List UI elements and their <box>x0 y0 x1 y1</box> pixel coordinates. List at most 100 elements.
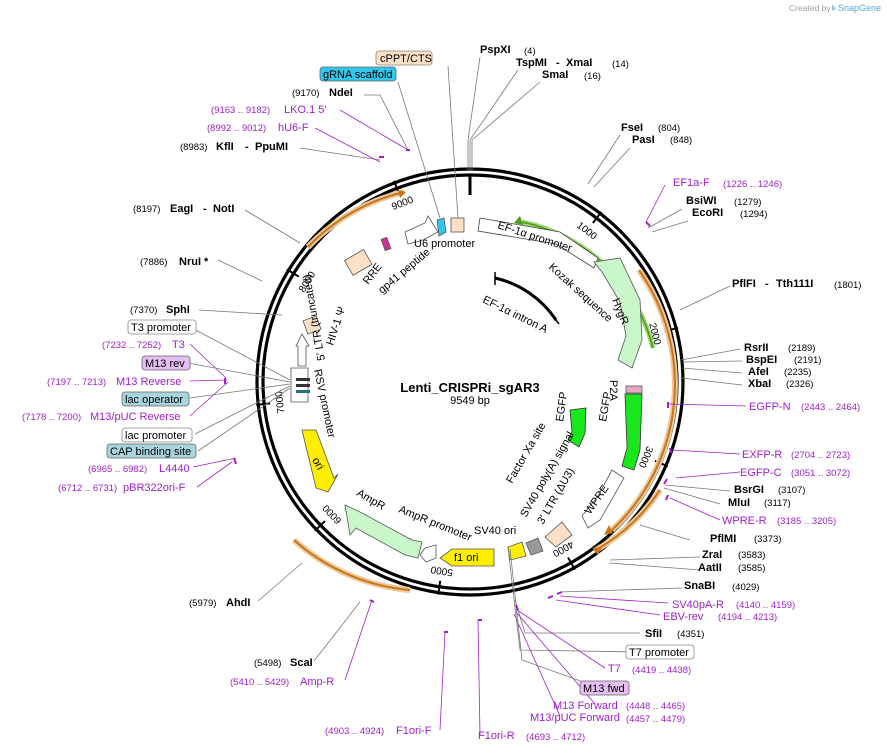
ampr-label: AmpR <box>355 487 388 513</box>
credit-brand: SnapGene <box>838 3 881 13</box>
svg-text:F1ori-F: F1ori-F <box>396 725 432 737</box>
svg-text:M13 rev: M13 rev <box>145 358 185 370</box>
tick-mark <box>314 520 326 532</box>
svg-text:F1ori-R: F1ori-R <box>478 730 515 742</box>
svg-text:NotI: NotI <box>213 203 234 215</box>
grna-badge <box>319 66 397 82</box>
svg-text:(7178 .. 7200): (7178 .. 7200) <box>22 412 81 423</box>
primer-leaders <box>187 65 747 736</box>
svg-text:SmaI: SmaI <box>542 69 568 81</box>
svg-text:EcoRI: EcoRI <box>692 207 723 219</box>
svg-text:SphI: SphI <box>166 304 190 316</box>
svg-text:T7 promoter: T7 promoter <box>629 647 689 659</box>
svg-text:EGFP-C: EGFP-C <box>740 467 782 479</box>
egfp-label-1: EGFP <box>597 391 614 423</box>
svg-text:WPRE-R: WPRE-R <box>722 515 767 527</box>
grna-box <box>436 217 447 237</box>
svg-text:T3: T3 <box>172 339 185 351</box>
svg-text:(4448 .. 4465): (4448 .. 4465) <box>626 701 685 712</box>
svg-text:M13 Forward: M13 Forward <box>553 700 618 712</box>
svg-text:(6965 .. 6982): (6965 .. 6982) <box>88 464 147 475</box>
primer-labels: EF1a-F (1226 .. 1246) EGFP-N (2443 .. 24… <box>22 104 860 743</box>
svg-text:(3585): (3585) <box>738 563 765 574</box>
svg-text:ScaI: ScaI <box>290 657 313 669</box>
svg-text:(5410 .. 5429): (5410 .. 5429) <box>230 677 289 688</box>
svg-text:(1279): (1279) <box>734 197 761 208</box>
sv40ori-label: SV40 ori <box>474 525 516 537</box>
gp41-box <box>380 236 392 252</box>
svg-text:AfeI: AfeI <box>748 366 769 378</box>
svg-text:(7232 .. 7252): (7232 .. 7252) <box>102 340 161 351</box>
tick-mark <box>286 268 300 278</box>
f1ori-arrow <box>439 548 495 567</box>
svg-text:(4194 .. 4213): (4194 .. 4213) <box>718 612 777 623</box>
svg-text:(4): (4) <box>524 46 536 57</box>
svg-text:XbaI: XbaI <box>748 378 771 390</box>
ori-arrow <box>301 429 339 493</box>
u6-promoter-label: U6 promoter <box>414 238 475 250</box>
tick-mark <box>567 556 576 571</box>
cppt-badge <box>375 50 433 66</box>
egfp-arrow <box>621 393 643 471</box>
ef1a-promoter-arrow <box>477 217 599 269</box>
gp41-label: gp41 peptide <box>376 246 432 296</box>
svg-text:(4029): (4029) <box>732 582 759 593</box>
sv40ori-box <box>507 541 527 561</box>
svg-text:M13/pUC Reverse: M13/pUC Reverse <box>90 411 180 423</box>
svg-text:XmaI: XmaI <box>566 57 592 69</box>
svg-text:(8992 .. 9012): (8992 .. 9012) <box>207 123 266 134</box>
svg-text:MluI: MluI <box>728 497 750 509</box>
svg-text:(2704 .. 2723): (2704 .. 2723) <box>791 450 850 461</box>
tick-label: 1000 <box>574 220 599 243</box>
svg-text:EBV-rev: EBV-rev <box>663 611 704 623</box>
svg-text:TspMI: TspMI <box>516 57 547 69</box>
svg-text:-: - <box>556 57 560 69</box>
svg-text:Amp-R: Amp-R <box>300 676 334 688</box>
svg-text:(6712 .. 6731): (6712 .. 6731) <box>58 483 117 494</box>
svg-text:(4457 .. 4479): (4457 .. 4479) <box>626 714 685 725</box>
svg-text:ZraI: ZraI <box>702 549 722 561</box>
credit-prefix: Created by <box>789 3 831 13</box>
svg-text:(804): (804) <box>658 123 680 134</box>
svg-text:EXFP-R: EXFP-R <box>742 449 782 461</box>
rre-box <box>343 249 373 276</box>
capbinding-badge <box>106 443 197 459</box>
m13rev-badge <box>141 355 191 371</box>
svg-text:-: - <box>203 203 207 215</box>
m13fwd-badge <box>579 680 630 696</box>
rsv-label: RSV promoter <box>311 368 337 439</box>
svg-text:(7886): (7886) <box>140 257 167 268</box>
svg-text:cPPT/CTS: cPPT/CTS <box>380 53 432 65</box>
svg-text:BsrGI: BsrGI <box>734 484 764 496</box>
svg-text:(3185 .. 3205): (3185 .. 3205) <box>777 516 836 527</box>
svg-text:SV40pA-R: SV40pA-R <box>672 599 724 611</box>
hiv-psi-box <box>302 315 322 335</box>
svg-text:M13/pUC Forward: M13/pUC Forward <box>530 712 620 724</box>
wpre-arrow <box>581 469 625 529</box>
lacoperator-badge <box>121 391 190 407</box>
egfp-small-arrow <box>567 407 587 448</box>
sv40polya-box <box>525 537 544 556</box>
svg-text:(9170): (9170) <box>292 88 319 99</box>
svg-text:L4440: L4440 <box>159 463 190 475</box>
svg-text:(4693 .. 4712): (4693 .. 4712) <box>526 732 585 743</box>
ampr-promoter-arrow <box>419 544 437 563</box>
svg-text:RsrII: RsrII <box>744 342 768 354</box>
svg-text:PflFI: PflFI <box>732 278 756 290</box>
svg-text:(5979): (5979) <box>189 598 216 609</box>
ltr3-box <box>544 521 573 548</box>
svg-text:(2191): (2191) <box>794 355 821 366</box>
svg-text:(2189): (2189) <box>788 343 815 354</box>
svg-text:(3583): (3583) <box>738 550 765 561</box>
svg-text:NdeI: NdeI <box>329 87 353 99</box>
svg-text:AatII: AatII <box>698 562 722 574</box>
svg-text:(3051 .. 3072): (3051 .. 3072) <box>791 468 850 479</box>
svg-text:AhdI: AhdI <box>226 597 250 609</box>
svg-text:(9163 .. 9182): (9163 .. 9182) <box>211 105 270 116</box>
svg-text:(5498): (5498) <box>254 658 281 669</box>
svg-text:-: - <box>765 278 769 290</box>
plasmid-size: 9549 bp <box>450 395 490 407</box>
f1ori-label: f1 ori <box>454 552 478 564</box>
svg-text:lac operator: lac operator <box>125 394 183 406</box>
